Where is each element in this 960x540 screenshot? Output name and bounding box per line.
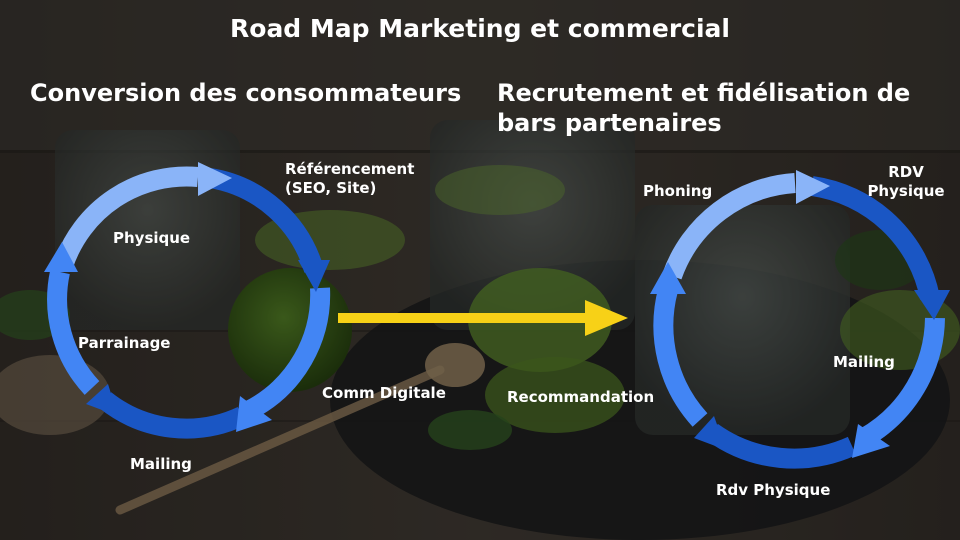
right-arrowhead-2 xyxy=(914,290,950,320)
left-cycle xyxy=(47,166,331,439)
right-cycle-arrow-top xyxy=(662,173,796,280)
left-section-heading: Conversion des consommateurs xyxy=(30,79,462,107)
left-cycle-arrow-bottom xyxy=(98,392,247,439)
label-rdv-physique-top: RDV Physique xyxy=(866,163,946,201)
right-cycle-arrow-left xyxy=(653,287,708,427)
right-arrowhead-4 xyxy=(694,416,726,450)
right-cycle-arrow-right xyxy=(810,176,940,301)
left-arrowhead-4 xyxy=(86,384,118,416)
left-arrowhead-5 xyxy=(44,242,78,272)
label-rdv-physique-top-line1: RDV xyxy=(888,163,924,181)
page-title: Road Map Marketing et commercial xyxy=(230,14,730,43)
right-arrowhead-3 xyxy=(852,424,890,458)
left-arrowhead-2 xyxy=(298,260,330,292)
label-mailing-right: Mailing xyxy=(833,353,895,371)
right-cycle xyxy=(653,173,945,469)
label-parrainage: Parrainage xyxy=(78,334,171,352)
label-phoning: Phoning xyxy=(643,182,713,200)
label-comm-digitale: Comm Digitale xyxy=(322,384,446,402)
left-arrowhead-1 xyxy=(198,162,232,196)
left-arrowhead-3 xyxy=(236,396,272,432)
right-cycle-arrow-bottom xyxy=(706,423,857,469)
left-cycle-arrow-right xyxy=(208,168,324,273)
label-referencement: Référencement (SEO, Site) xyxy=(285,160,414,198)
label-referencement-line2: (SEO, Site) xyxy=(285,178,377,197)
label-rdv-physique-bottom: Rdv Physique xyxy=(716,481,831,499)
label-mailing-left: Mailing xyxy=(130,455,192,473)
label-referencement-line1: Référencement xyxy=(285,160,415,178)
right-arrowhead-5 xyxy=(650,262,686,294)
label-rdv-physique-top-line2: Physique xyxy=(867,181,945,200)
right-arrowhead-1 xyxy=(796,170,830,204)
left-cycle-arrow-top xyxy=(53,166,199,270)
right-cycle-arrow-bottom-right xyxy=(858,317,945,447)
right-cycle-arrowheads xyxy=(650,170,950,458)
label-recommandation: Recommandation xyxy=(507,388,655,406)
right-section-heading: Recrutement et fidélisation de bars part… xyxy=(497,79,911,137)
connector-arrow xyxy=(338,300,628,336)
left-cycle-arrow-bottom-right xyxy=(245,287,331,419)
label-physique: Physique xyxy=(113,229,191,247)
left-cycle-arrow-left xyxy=(47,269,100,395)
left-cycle-arrowheads xyxy=(44,162,330,432)
